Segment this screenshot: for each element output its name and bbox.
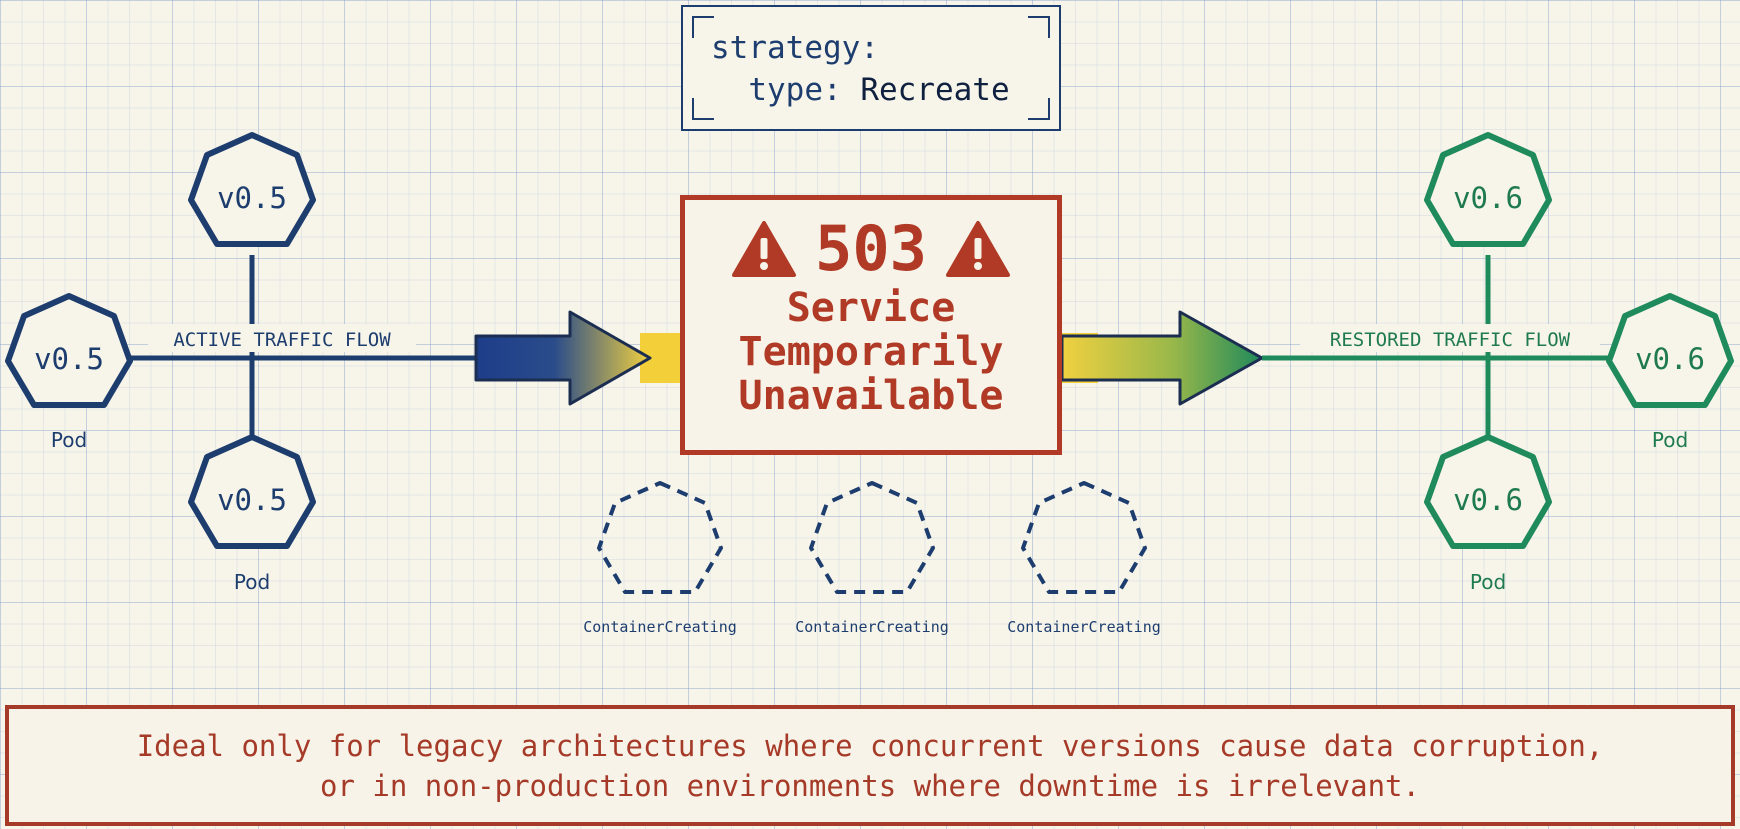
error-box: 503 Service Temporarily Unavailable: [680, 195, 1062, 455]
traffic-arrow-right: [1060, 310, 1264, 406]
old-pod-bottom: v0.5 Pod: [188, 434, 316, 594]
warning-icon: [945, 221, 1010, 277]
error-code: 503: [815, 212, 927, 285]
corner-bracket-icon: [1028, 16, 1050, 38]
creating-pod-3: ContainerCreating: [1007, 481, 1161, 636]
old-pod-bottom-hexagon: [188, 434, 316, 549]
error-code-row: 503: [685, 216, 1057, 282]
creating-pod-3-hexagon: [1021, 481, 1147, 594]
old-pod-top-hexagon: [188, 132, 316, 247]
usage-note-line: Ideal only for legacy architectures wher…: [136, 728, 1604, 763]
old-pod-left: v0.5 Pod: [5, 293, 133, 452]
old-pod-top: v0.5: [188, 132, 316, 247]
error-message: Service Temporarily Unavailable: [685, 286, 1057, 418]
old-pod-bottom-label: Pod: [234, 570, 270, 594]
old-pod-bottom-version: v0.5: [217, 483, 287, 517]
active-flow-label: ACTIVE TRAFFIC FLOW: [173, 329, 391, 351]
strategy-key: strategy:: [711, 30, 879, 66]
restored-flow-label-bg: [1300, 324, 1600, 352]
old-pod-left-hexagon: [5, 293, 133, 408]
new-pod-right: v0.6 Pod: [1606, 293, 1734, 452]
strategy-code-box: strategy: type: Recreate: [681, 5, 1061, 131]
creating-pod-1-status: ContainerCreating: [583, 618, 737, 636]
new-pod-top-hexagon: [1424, 132, 1552, 247]
creating-pod-2: ContainerCreating: [795, 481, 949, 636]
strategy-type-key: type:: [748, 72, 842, 108]
new-pod-bottom-hexagon: [1424, 434, 1552, 549]
new-pod-right-version: v0.6: [1635, 342, 1705, 376]
creating-pod-1: ContainerCreating: [583, 481, 737, 636]
creating-pod-2-status: ContainerCreating: [795, 618, 949, 636]
restored-flow-label: RESTORED TRAFFIC FLOW: [1330, 329, 1571, 351]
old-pod-left-version: v0.5: [34, 342, 104, 376]
new-pod-top-version: v0.6: [1453, 181, 1523, 215]
new-pod-bottom-label: Pod: [1470, 570, 1506, 594]
creating-pod-1-hexagon: [597, 481, 723, 594]
traffic-arrow-left: [474, 310, 652, 406]
corner-bracket-icon: [1028, 98, 1050, 120]
error-message-line: Unavailable: [738, 373, 1004, 419]
usage-note-line: or in non-production environments where …: [320, 768, 1420, 803]
old-pod-left-label: Pod: [51, 428, 87, 452]
error-message-line: Temporarily: [738, 329, 1004, 375]
active-flow-label-bg: [148, 324, 416, 352]
error-message-line: Service: [786, 285, 956, 331]
warning-icon: [732, 221, 796, 277]
creating-pod-2-hexagon: [809, 481, 935, 594]
corner-bracket-icon: [692, 16, 714, 38]
new-pod-right-hexagon: [1606, 293, 1734, 408]
usage-note-box: Ideal only for legacy architectures wher…: [5, 705, 1735, 826]
creating-pod-3-status: ContainerCreating: [1007, 618, 1161, 636]
usage-note: Ideal only for legacy architectures wher…: [137, 726, 1604, 806]
strategy-code: strategy: type: Recreate: [711, 27, 1010, 111]
strategy-type-value: Recreate: [860, 72, 1010, 108]
new-pod-right-label: Pod: [1652, 428, 1688, 452]
new-pod-bottom-version: v0.6: [1453, 483, 1523, 517]
new-pod-bottom: v0.6 Pod: [1424, 434, 1552, 594]
new-pod-top: v0.6: [1424, 132, 1552, 247]
corner-bracket-icon: [692, 98, 714, 120]
old-pod-top-version: v0.5: [217, 181, 287, 215]
